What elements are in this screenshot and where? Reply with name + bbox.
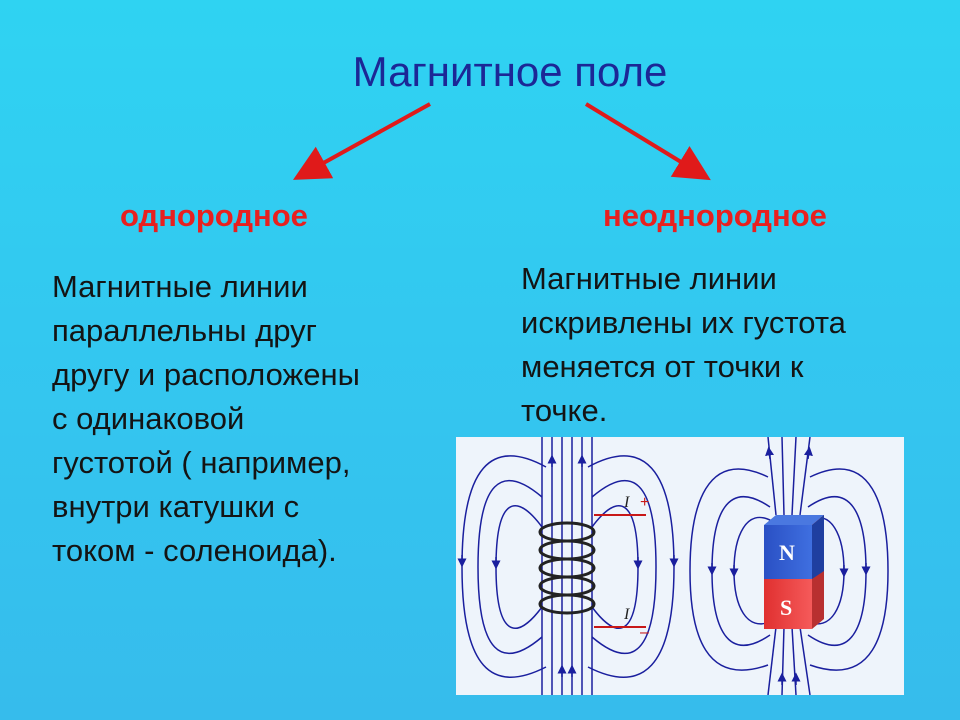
magnet-field-lines [689, 437, 889, 695]
branch-arrows [293, 102, 711, 181]
description-line: другу и расположены [52, 357, 360, 392]
description-line: внутри катушки с [52, 489, 300, 524]
description-line: Магнитные линии [52, 269, 308, 304]
south-pole-label: S [780, 595, 792, 620]
minus-terminal-label: – [640, 624, 649, 641]
bar-magnet [764, 515, 824, 629]
arrow-left [293, 102, 431, 180]
description-line: параллельны друг [52, 313, 317, 348]
description-line: точке. [521, 393, 608, 428]
arrow-right [584, 102, 711, 181]
south-pole [764, 579, 812, 629]
description-line: меняется от точки к [521, 349, 804, 384]
north-pole-label: N [779, 540, 795, 565]
field-illustration-svg: I + I – [457, 437, 889, 695]
description-line: с одинаковой [52, 401, 245, 436]
current-label-bottom: I [623, 606, 630, 623]
nonuniform-field-description: Магнитные линии искривлены их густота ме… [521, 257, 941, 433]
solenoid-coil [538, 521, 596, 615]
uniform-field-heading: однородное [120, 198, 308, 233]
solenoid-field-lines [457, 437, 679, 695]
north-pole [764, 525, 812, 579]
description-line: густотой ( например, [52, 445, 351, 480]
description-line: Магнитные линии [521, 261, 777, 296]
page-title: Магнитное поле [352, 48, 668, 95]
current-label-top: I [623, 494, 630, 511]
nonuniform-field-heading: неоднородное [603, 198, 827, 233]
field-illustration: I + I – [456, 437, 904, 695]
description-line: искривлены их густота [521, 305, 846, 340]
description-line: током - соленоида). [52, 533, 337, 568]
uniform-field-description: Магнитные линии параллельны друг другу и… [52, 265, 452, 573]
plus-terminal-label: + [640, 494, 649, 511]
solenoid-leads [594, 514, 646, 628]
